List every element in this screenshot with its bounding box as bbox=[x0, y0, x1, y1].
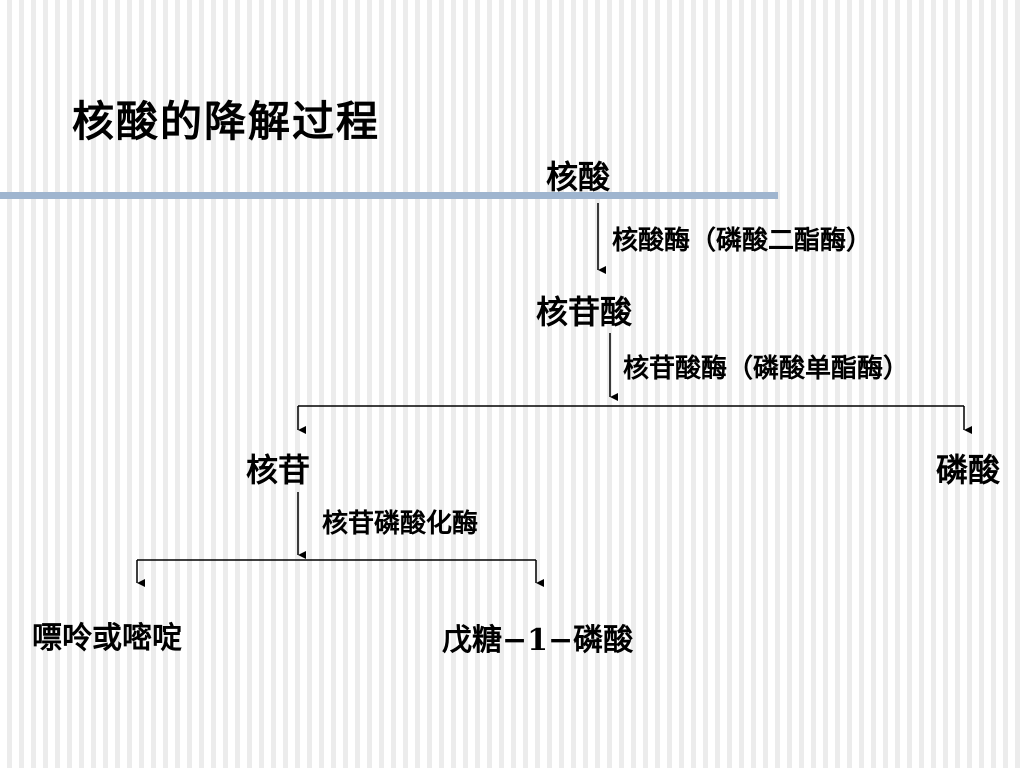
enzyme-nucleotidase: 核苷酸酶（磷酸单酯酶） bbox=[623, 354, 910, 384]
node-base: 嘌呤或嘧啶 bbox=[32, 621, 182, 656]
slide-title: 核酸的降解过程 bbox=[72, 97, 381, 146]
title-divider bbox=[0, 192, 778, 199]
node-nucleotide: 核苷酸 bbox=[536, 293, 633, 331]
node-nucleic-acid: 核酸 bbox=[546, 158, 611, 196]
node-phosphate: 磷酸 bbox=[936, 451, 1001, 489]
enzyme-nucleoside-phosphorylase: 核苷磷酸化酶 bbox=[322, 509, 479, 539]
node-nucleoside: 核苷 bbox=[246, 451, 311, 489]
node-pentose-phosphate: 戊糖−1−磷酸 bbox=[442, 623, 634, 658]
enzyme-nuclease: 核酸酶（磷酸二酯酶） bbox=[612, 226, 873, 256]
